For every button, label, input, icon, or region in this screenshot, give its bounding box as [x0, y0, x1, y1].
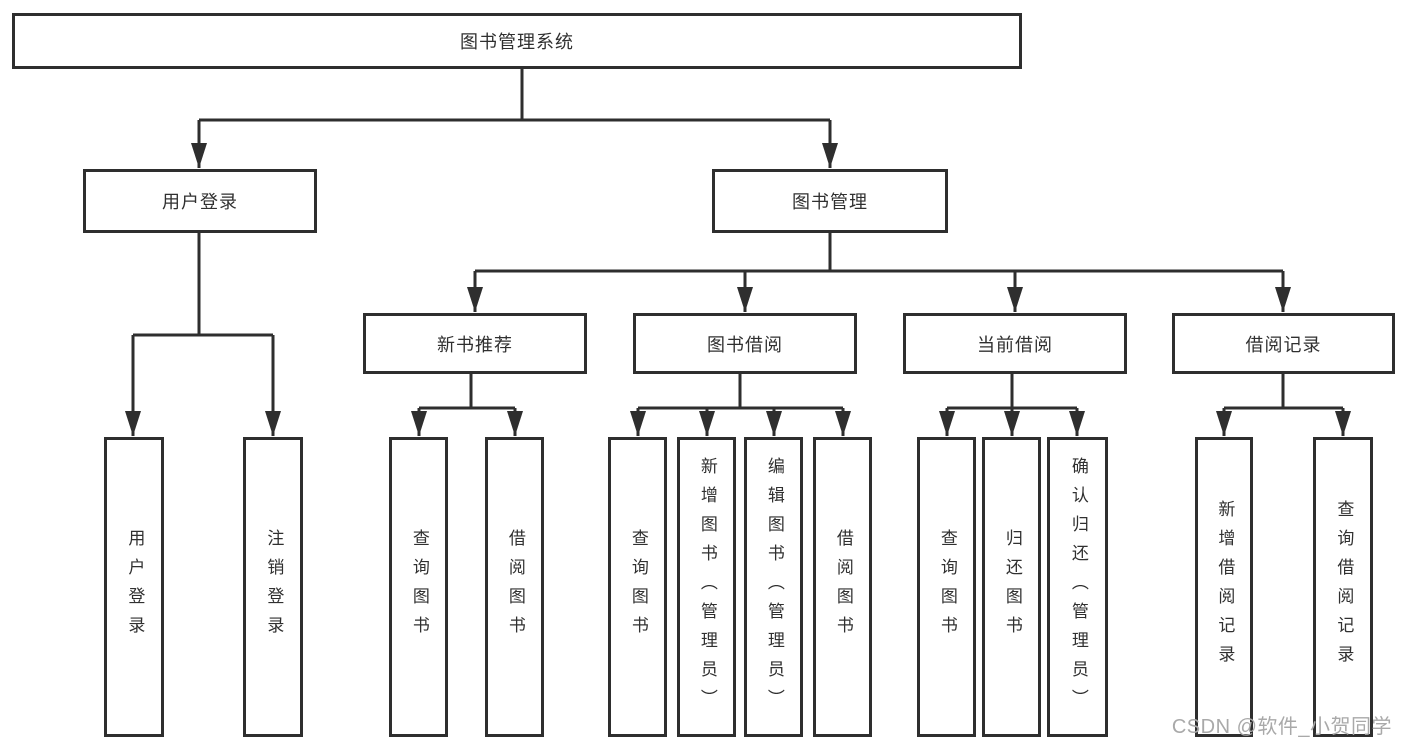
node-current-borrowing: 当前借阅	[903, 313, 1127, 374]
leaf-add-borrow-record: 新增借阅记录	[1195, 437, 1253, 737]
node-book-management: 图书管理	[712, 169, 948, 233]
node-borrowing-records: 借阅记录	[1172, 313, 1395, 374]
leaf-edit-books-admin: 编辑图书（管理员）	[744, 437, 803, 737]
node-root-system: 图书管理系统	[12, 13, 1022, 69]
leaf-borrow-books-2: 借阅图书	[813, 437, 872, 737]
leaf-user-login: 用户登录	[104, 437, 164, 737]
leaf-confirm-return-admin: 确认归还（管理员）	[1047, 437, 1108, 737]
leaf-query-borrow-record: 查询借阅记录	[1313, 437, 1373, 737]
csdn-watermark: CSDN @软件_小贺同学	[1171, 716, 1392, 738]
leaf-return-books: 归还图书	[982, 437, 1041, 737]
node-new-book-recommend: 新书推荐	[363, 313, 587, 374]
leaf-query-books-2: 查询图书	[608, 437, 667, 737]
node-user-login: 用户登录	[83, 169, 317, 233]
node-book-borrowing: 图书借阅	[633, 313, 857, 374]
leaf-query-books-1: 查询图书	[389, 437, 448, 737]
leaf-borrow-books-1: 借阅图书	[485, 437, 544, 737]
leaf-logout: 注销登录	[243, 437, 303, 737]
leaf-query-books-3: 查询图书	[917, 437, 976, 737]
leaf-add-books-admin: 新增图书（管理员）	[677, 437, 736, 737]
